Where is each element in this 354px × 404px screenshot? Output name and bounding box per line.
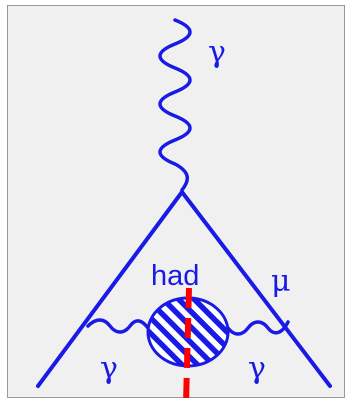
- photon-line-top: [158, 18, 192, 192]
- photon-line-left: [86, 318, 150, 334]
- photon-label-left: γ: [100, 351, 118, 386]
- hadronic-label: had: [151, 260, 199, 292]
- cut-line: [183, 287, 192, 404]
- photon-label-right: γ: [248, 351, 266, 386]
- photon-line-right: [226, 320, 290, 336]
- muon-line-right: [180, 190, 332, 388]
- muon-label: μ: [271, 264, 291, 299]
- muon-line-left: [36, 190, 184, 388]
- photon-label-top: γ: [208, 35, 226, 70]
